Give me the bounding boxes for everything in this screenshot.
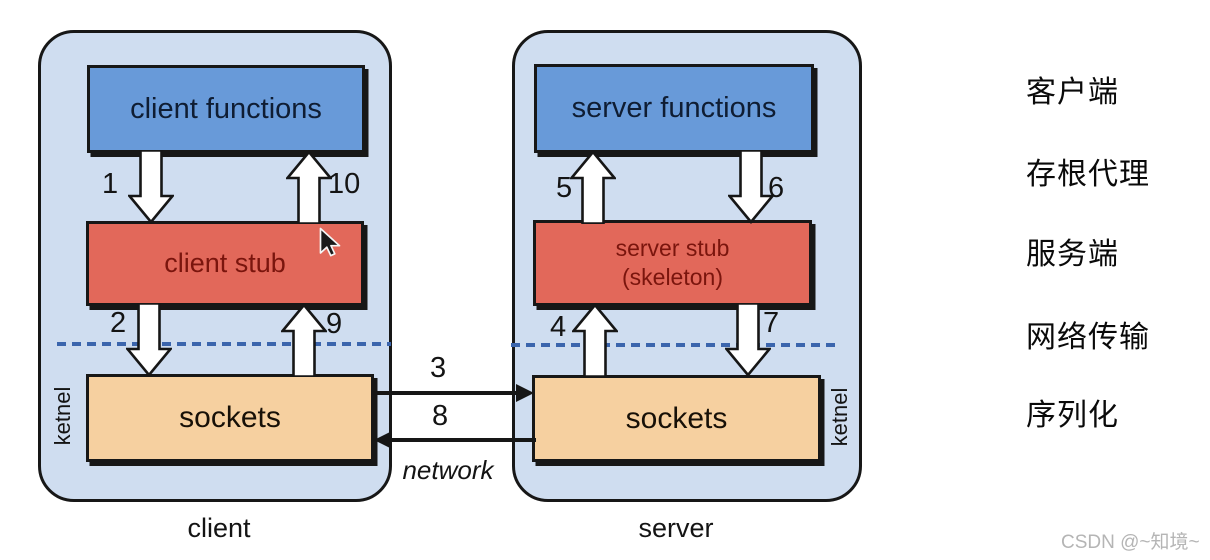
step-label-10: 10 [328, 168, 361, 200]
client-kernel-label: ketnel [50, 386, 75, 446]
arrow-up-step10-icon [286, 150, 332, 224]
arrow-down-step1-icon [128, 150, 174, 224]
client-kernel-boundary-dashed-line [57, 342, 391, 346]
server-sockets-label: sockets [625, 401, 728, 435]
side-label-server: 服务端 [1026, 238, 1119, 271]
step-label-6: 6 [768, 172, 785, 204]
side-label-stub-proxy: 存根代理 [1026, 158, 1150, 191]
server-kernel-label: ketnel [827, 387, 852, 447]
step-label-1: 1 [102, 168, 119, 200]
server-functions-label: server functions [571, 92, 777, 124]
network-label: network [402, 455, 494, 485]
arrow-up-step4-icon [572, 303, 618, 377]
side-label-client: 客户端 [1026, 76, 1119, 109]
arrow-left-step8-icon [374, 431, 536, 449]
step-label-9: 9 [326, 308, 343, 340]
client-stub-label: client stub [164, 248, 286, 278]
step-label-7: 7 [763, 307, 780, 339]
side-label-network-trans: 网络传输 [1026, 321, 1150, 354]
arrow-down-step2-icon [126, 303, 172, 377]
step-label-8: 8 [432, 400, 449, 432]
server-kernel-boundary-dashed-line [511, 343, 836, 347]
mouse-cursor-icon [319, 227, 341, 257]
server-sockets-box: sockets [532, 375, 821, 462]
server-stub-label-line2: (skeleton) [622, 264, 723, 290]
client-sockets-label: sockets [179, 401, 281, 434]
csdn-watermark: CSDN @~知境~ [1061, 532, 1200, 553]
arrow-right-step3-icon [373, 384, 534, 402]
arrow-up-step5-icon [570, 150, 616, 224]
step-label-4: 4 [550, 311, 567, 343]
side-label-serialization: 序列化 [1026, 399, 1119, 432]
server-stub-box: server stub (skeleton) [533, 220, 812, 306]
client-functions-box: client functions [87, 65, 365, 153]
arrow-down-step7-icon [725, 303, 771, 377]
step-label-3: 3 [430, 352, 447, 384]
client-sockets-box: sockets [86, 374, 374, 462]
step-label-2: 2 [110, 307, 127, 339]
step-label-5: 5 [556, 172, 573, 204]
client-stub-box: client stub [86, 221, 364, 306]
client-functions-label: client functions [130, 92, 322, 125]
server-stub-label-line1: server stub [615, 235, 730, 261]
server-functions-box: server functions [534, 64, 814, 153]
arrow-down-step6-icon [728, 150, 774, 224]
server-caption: server [638, 513, 714, 543]
client-caption: client [187, 513, 251, 543]
arrow-up-step9-icon [281, 303, 327, 377]
